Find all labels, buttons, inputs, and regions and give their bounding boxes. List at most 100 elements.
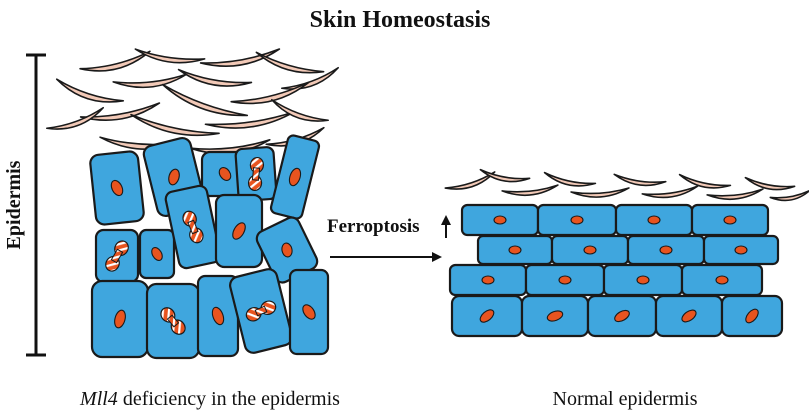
- dividing-nucleus-icon: [245, 300, 277, 322]
- cell-nucleus: [281, 242, 293, 258]
- corneocyte-scale: [161, 83, 249, 117]
- cell-nucleus: [681, 309, 697, 323]
- keratinocyte-cell: [690, 203, 770, 237]
- corneocyte-scale: [444, 171, 496, 190]
- right-caption: Normal epidermis: [553, 388, 698, 410]
- left-caption: Mll4 deficiency in the epidermis: [79, 388, 340, 410]
- keratinocyte-cell: [680, 263, 764, 297]
- cell-nucleus: [479, 309, 495, 323]
- stratum-corneum-disordered: [46, 48, 339, 155]
- keratinocyte-cell: [654, 294, 724, 338]
- cell-nucleus: [659, 245, 673, 255]
- corneocyte-scale: [130, 113, 220, 137]
- corneocyte-scale: [230, 81, 310, 105]
- left-caption-rest: deficiency in the epidermis: [118, 388, 340, 410]
- keratinocyte-cell: [89, 150, 145, 226]
- keratinocyte-cell: [214, 193, 264, 269]
- keratinocyte-cell: [269, 134, 321, 220]
- corneocyte-scale: [744, 176, 796, 191]
- keratinocyte-cell: [448, 263, 528, 297]
- corneocyte-scale: [678, 173, 732, 189]
- corneocyte-scale: [271, 98, 329, 122]
- cell-nucleus: [114, 309, 126, 329]
- cell-nucleus: [734, 245, 748, 255]
- keratinocyte-cell: [234, 146, 278, 202]
- corneocyte-scale: [641, 185, 699, 199]
- keratinocyte-cell: [450, 294, 524, 338]
- dividing-nucleus-icon: [247, 156, 265, 192]
- keratinocyte-cell: [720, 294, 784, 338]
- keratinocyte-cell: [229, 268, 293, 354]
- corneocyte-scale: [55, 78, 125, 103]
- keratinocyte-cell: [536, 203, 618, 237]
- keratinocyte-cell: [702, 234, 780, 266]
- up-arrow-icon: [441, 215, 451, 238]
- keratinocyte-cell: [614, 203, 694, 237]
- cell-nucleus: [110, 179, 124, 197]
- ferroptosis-label: Ferroptosis: [327, 216, 420, 237]
- dividing-nucleus-icon: [160, 307, 186, 335]
- cell-nucleus: [636, 275, 650, 285]
- left-caption-italic: Mll4: [79, 388, 118, 410]
- dividing-nucleus-icon: [105, 240, 129, 272]
- dividing-nucleus-icon: [182, 210, 204, 244]
- corneocyte-scale: [570, 187, 630, 198]
- right-arrow-icon: [330, 252, 442, 262]
- keratinocyte-cell: [520, 294, 590, 338]
- cell-nucleus: [583, 245, 597, 255]
- corneocyte-scale: [204, 110, 296, 129]
- corneocyte-scale: [255, 51, 325, 74]
- corneocyte-scale: [177, 68, 253, 87]
- keratinocyte-cell: [602, 263, 684, 297]
- corneocyte-scale: [613, 173, 667, 187]
- cell-nucleus: [168, 168, 180, 186]
- cell-nucleus: [614, 309, 630, 323]
- corneocyte-scale: [769, 189, 809, 202]
- keratinocyte-cell: [94, 228, 140, 284]
- corneocyte-scale: [134, 48, 206, 64]
- cell-nucleus: [493, 215, 507, 225]
- cell-nucleus: [232, 222, 246, 240]
- stratum-corneum-normal: [444, 168, 809, 202]
- cell-nucleus: [481, 275, 495, 285]
- keratinocyte-cell: [164, 184, 222, 270]
- epidermis-label: Epidermis: [3, 160, 25, 249]
- cell-nucleus: [546, 310, 564, 322]
- cell-nucleus: [508, 245, 522, 255]
- cell-nucleus: [288, 167, 302, 187]
- corneocyte-scale: [501, 184, 559, 197]
- diagram-title: Skin Homeostasis: [310, 7, 491, 33]
- cell-nucleus: [715, 275, 729, 285]
- keratinocyte-cell: [626, 234, 706, 266]
- corneocyte-scale: [479, 168, 531, 183]
- cell-nucleus: [218, 167, 232, 181]
- cell-nucleus: [211, 306, 225, 326]
- corneocyte-scale: [706, 188, 764, 201]
- keratinocyte-cell: [524, 263, 606, 297]
- keratinocyte-cell: [138, 228, 176, 280]
- epidermis-bracket: [26, 53, 46, 357]
- corneocyte-scale: [79, 50, 151, 72]
- cell-nucleus: [302, 304, 316, 320]
- corneocyte-scale: [543, 171, 597, 187]
- corneocyte-scale: [46, 106, 104, 130]
- cell-nucleus: [647, 215, 661, 225]
- cell-nucleus: [151, 246, 163, 262]
- cell-nucleus: [723, 215, 737, 225]
- keratinocyte-cell: [90, 279, 150, 359]
- keratinocyte-cell: [288, 268, 330, 356]
- corneocyte-scale: [112, 73, 188, 89]
- normal-epidermis: [448, 203, 784, 338]
- keratinocyte-cell: [476, 234, 554, 266]
- cell-nucleus: [558, 275, 572, 285]
- keratinocyte-cell: [586, 294, 658, 338]
- keratinocyte-cell: [255, 216, 319, 284]
- keratinocyte-cell: [550, 234, 630, 266]
- cell-nucleus: [745, 308, 759, 324]
- mll4-deficient-epidermis: [89, 134, 330, 360]
- keratinocyte-cell: [460, 203, 540, 237]
- keratinocyte-cell: [145, 282, 201, 360]
- cell-nucleus: [570, 215, 584, 225]
